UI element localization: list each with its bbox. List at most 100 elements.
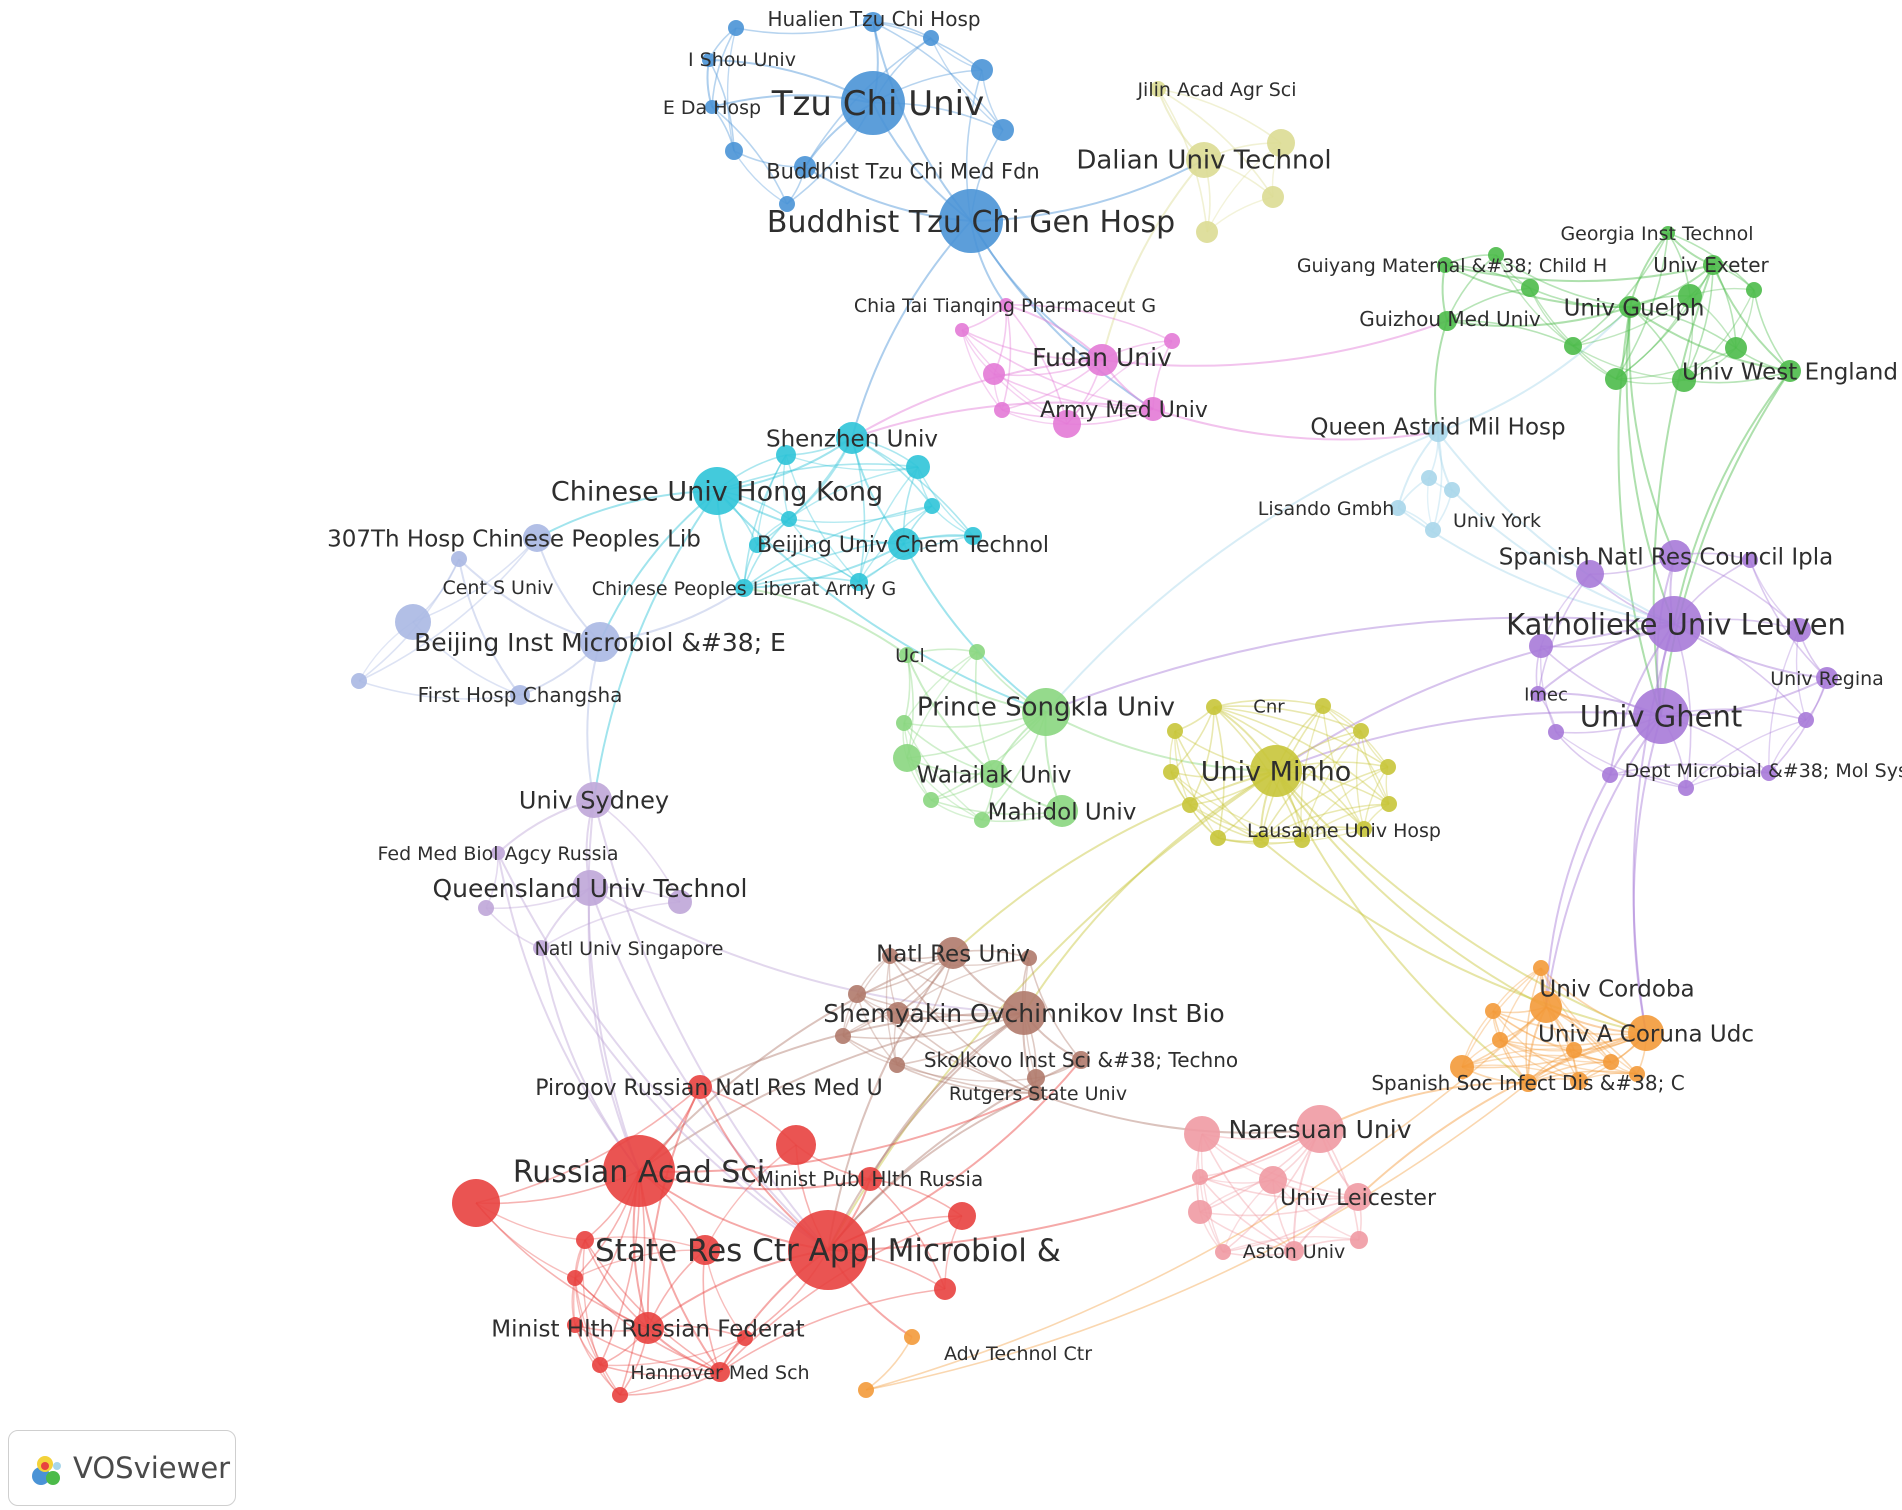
node-label-shenzhen: Shenzhen Univ	[766, 426, 938, 452]
node-ucl	[899, 647, 915, 663]
network-node	[1350, 1231, 1368, 1249]
node-minho	[1250, 745, 1302, 797]
network-node	[779, 196, 795, 212]
network-link	[1540, 967, 1580, 1082]
node-label-minho: Univ Minho	[1201, 757, 1351, 788]
node-label-leicester: Univ Leicester	[1280, 1186, 1437, 1211]
network-link	[1260, 803, 1390, 841]
network-link	[1275, 770, 1647, 1034]
node-shenzhen	[836, 422, 868, 454]
network-link	[785, 454, 860, 583]
network-link	[1499, 1039, 1638, 1075]
node-label-fedmed: Fed Med Biol Agcy Russia	[377, 843, 618, 865]
network-node	[576, 1231, 594, 1249]
network-link	[1101, 320, 1448, 367]
network-node	[1678, 284, 1702, 308]
node-label-dalian: Dalian Univ Technol	[1076, 145, 1331, 175]
node-russianacad	[603, 1135, 675, 1207]
node-label-armymed: Army Med Univ	[1040, 398, 1208, 423]
network-node	[1167, 723, 1183, 739]
network-link	[872, 21, 1004, 131]
network-link	[1628, 306, 1676, 557]
network-link	[952, 770, 1277, 954]
network-link	[619, 1371, 721, 1396]
network-link	[788, 518, 860, 583]
network-node	[1566, 1042, 1582, 1058]
network-link	[827, 1128, 1321, 1251]
network-node	[1021, 950, 1037, 966]
network-link	[540, 947, 829, 1251]
network-node	[592, 1357, 608, 1373]
network-node	[567, 1270, 583, 1286]
network-link	[906, 651, 978, 759]
node-fudan	[1086, 344, 1118, 376]
network-node	[1262, 186, 1284, 208]
network-link	[1461, 1064, 1580, 1082]
network-link	[1629, 306, 1791, 372]
network-node	[1053, 410, 1081, 438]
node-label-firsthosp: First Hosp Changsha	[418, 683, 623, 707]
node-mahidol	[1046, 795, 1078, 827]
network-link	[1685, 719, 1807, 789]
network-link	[827, 1012, 1025, 1251]
node-chiatai	[999, 298, 1013, 312]
node-label-bjchem: Beijing Univ Chem Technol	[757, 533, 1049, 558]
network-link	[1615, 232, 1669, 380]
node-label-minhlth: Minist Hlth Russian Federat	[491, 1316, 804, 1342]
network-node	[1027, 1069, 1045, 1087]
network-link	[1217, 828, 1365, 844]
node-label-skolkovo: Skolkovo Inst Sci &#38; Techno	[924, 1048, 1238, 1072]
node-qut	[572, 870, 608, 906]
network-link	[1432, 431, 1443, 531]
network-link	[1446, 306, 1631, 328]
network-link	[726, 27, 737, 152]
network-link	[1300, 705, 1324, 841]
network-link	[869, 1178, 946, 1290]
network-link	[1499, 967, 1542, 1041]
network-link	[638, 1012, 1025, 1172]
node-fedmed	[491, 846, 505, 860]
network-link	[1301, 730, 1362, 841]
network-link	[638, 1092, 1037, 1173]
node-label-aston: Aston Univ	[1243, 1241, 1346, 1263]
node-label-sydney: Univ Sydney	[519, 787, 669, 815]
node-label-pirogov: Pirogov Russian Natl Res Med U	[535, 1076, 883, 1101]
network-node	[1533, 960, 1549, 976]
network-node	[923, 792, 939, 808]
network-link	[930, 37, 1004, 131]
vosviewer-logo: VOSviewer	[8, 1430, 236, 1506]
network-link	[1275, 711, 1662, 772]
network-link	[574, 1277, 621, 1396]
network-node	[1492, 1032, 1508, 1048]
network-node	[1787, 618, 1811, 642]
node-staterc	[788, 1210, 868, 1290]
network-link	[1189, 706, 1215, 806]
network-link	[1632, 623, 1675, 1034]
network-link	[1685, 772, 1770, 789]
node-advtech	[904, 1329, 920, 1345]
network-link	[735, 21, 874, 35]
network-node	[893, 744, 921, 772]
node-label-regina: Univ Regina	[1770, 668, 1884, 690]
network-node	[1315, 698, 1331, 714]
network-link	[485, 907, 542, 949]
network-link	[885, 955, 898, 1066]
node-queenastrid	[1428, 422, 1448, 442]
network-link	[785, 454, 919, 471]
network-link	[851, 359, 1103, 439]
node-label-cents: Cent S Univ	[442, 577, 553, 599]
network-link	[1451, 489, 1675, 625]
network-link	[903, 543, 1047, 713]
network-link	[1495, 254, 1631, 308]
node-label-cnr: Cnr	[1253, 696, 1285, 717]
network-link	[743, 454, 787, 589]
network-node	[1576, 560, 1604, 588]
network-link	[1260, 826, 1365, 841]
network-node	[1564, 337, 1582, 355]
network-node	[969, 644, 985, 660]
network-node	[948, 1202, 976, 1230]
node-uwe	[1779, 360, 1801, 382]
network-link	[1355, 730, 1365, 830]
network-link	[1434, 320, 1448, 433]
